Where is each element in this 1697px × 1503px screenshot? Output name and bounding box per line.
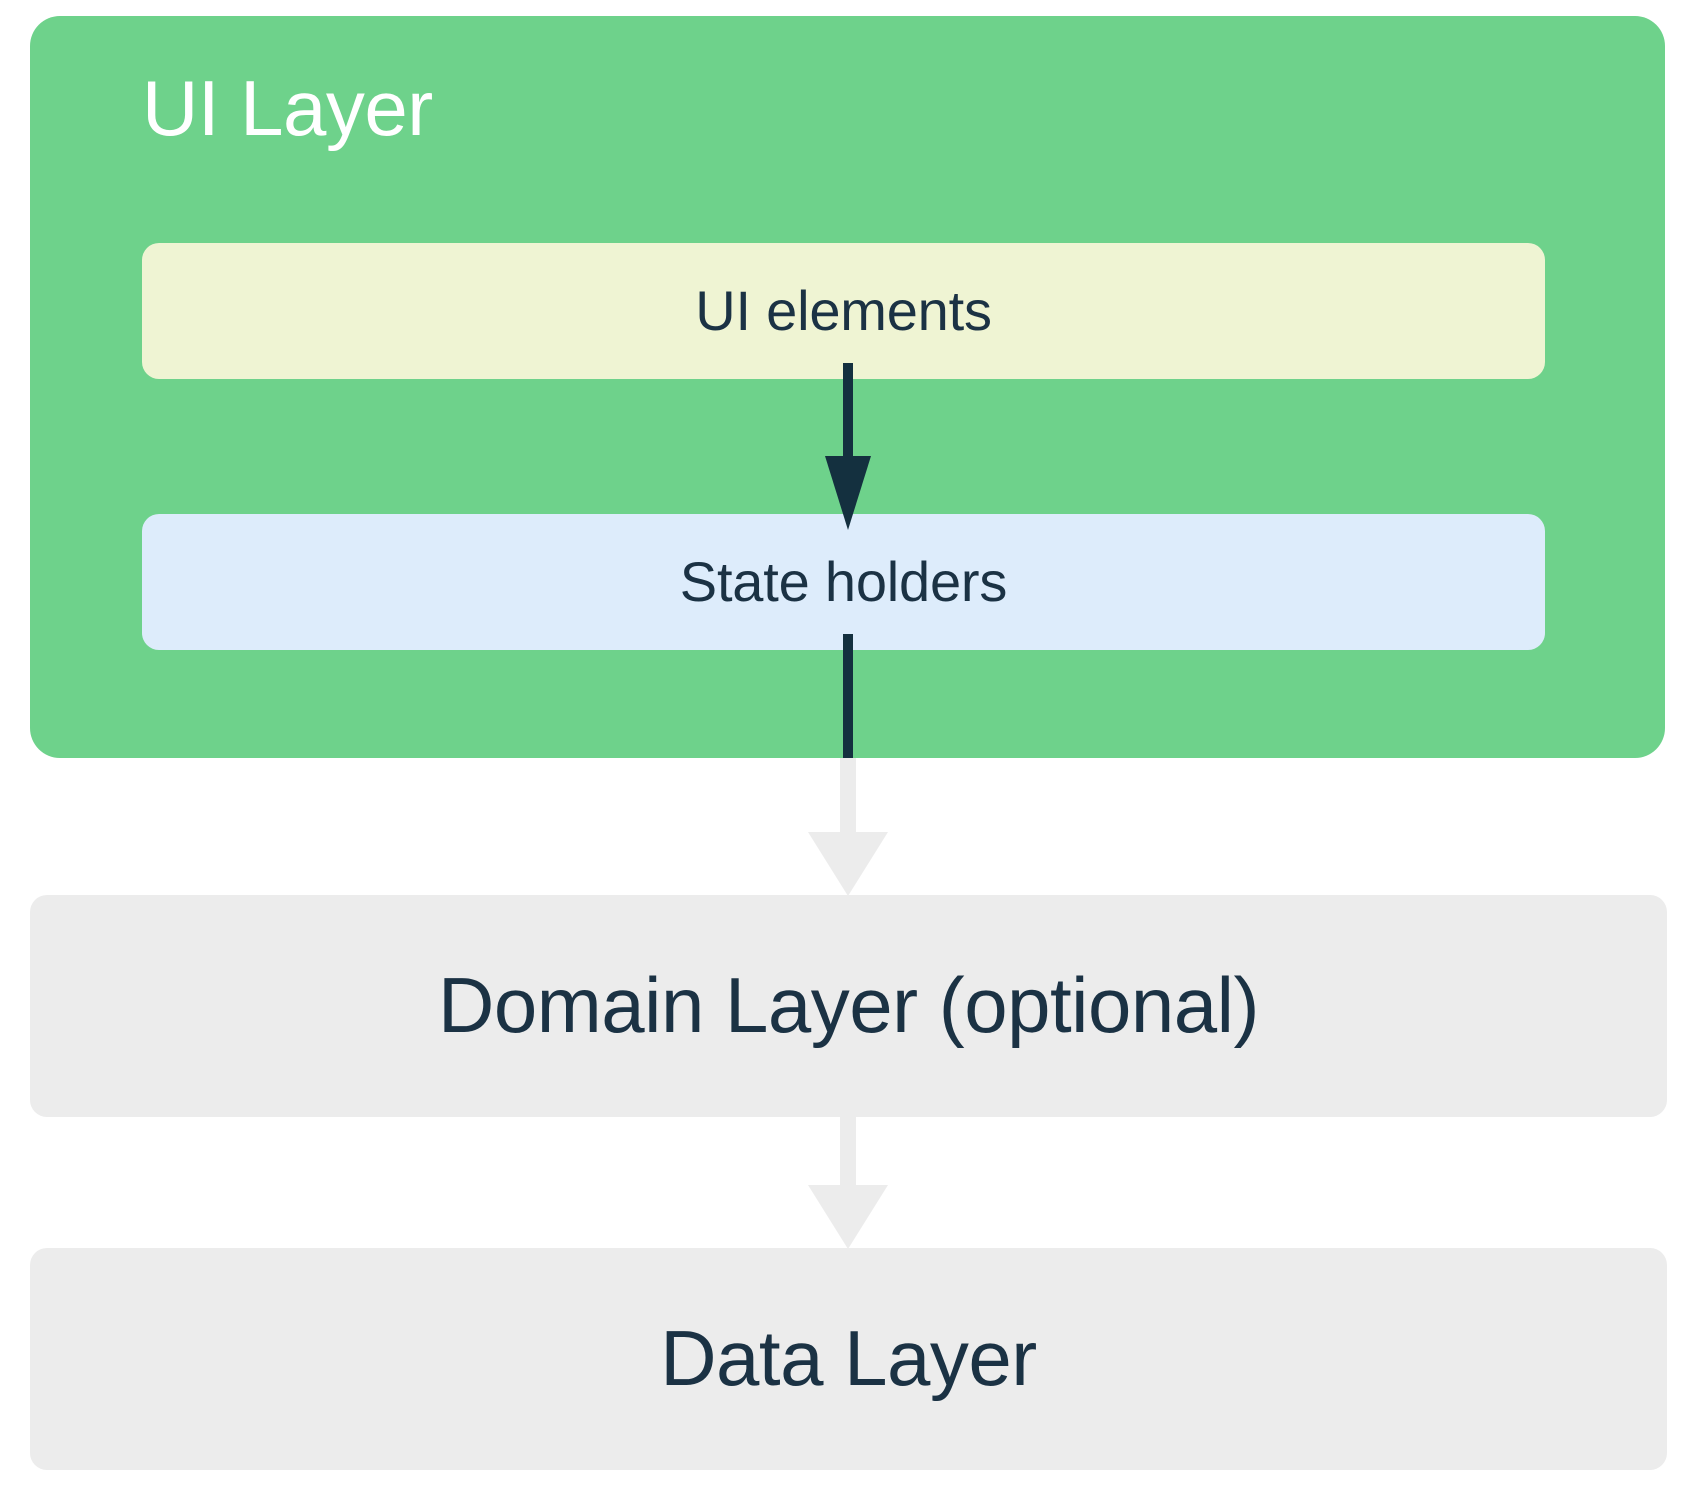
state-holders-label: State holders (679, 550, 1008, 614)
domain-layer-box: Domain Layer (optional) (30, 895, 1667, 1117)
state-holders-box: State holders (142, 514, 1545, 650)
domain-layer-label: Domain Layer (optional) (438, 961, 1259, 1050)
arrow-domain-layer-to-data-layer (808, 1110, 888, 1249)
data-layer-label: Data Layer (660, 1314, 1037, 1403)
data-layer-box: Data Layer (30, 1248, 1667, 1470)
ui-layer-container: UI Layer UI elements State holders (30, 16, 1665, 758)
ui-layer-title: UI Layer (142, 64, 433, 152)
ui-elements-box: UI elements (142, 243, 1545, 379)
ui-elements-label: UI elements (695, 279, 992, 343)
